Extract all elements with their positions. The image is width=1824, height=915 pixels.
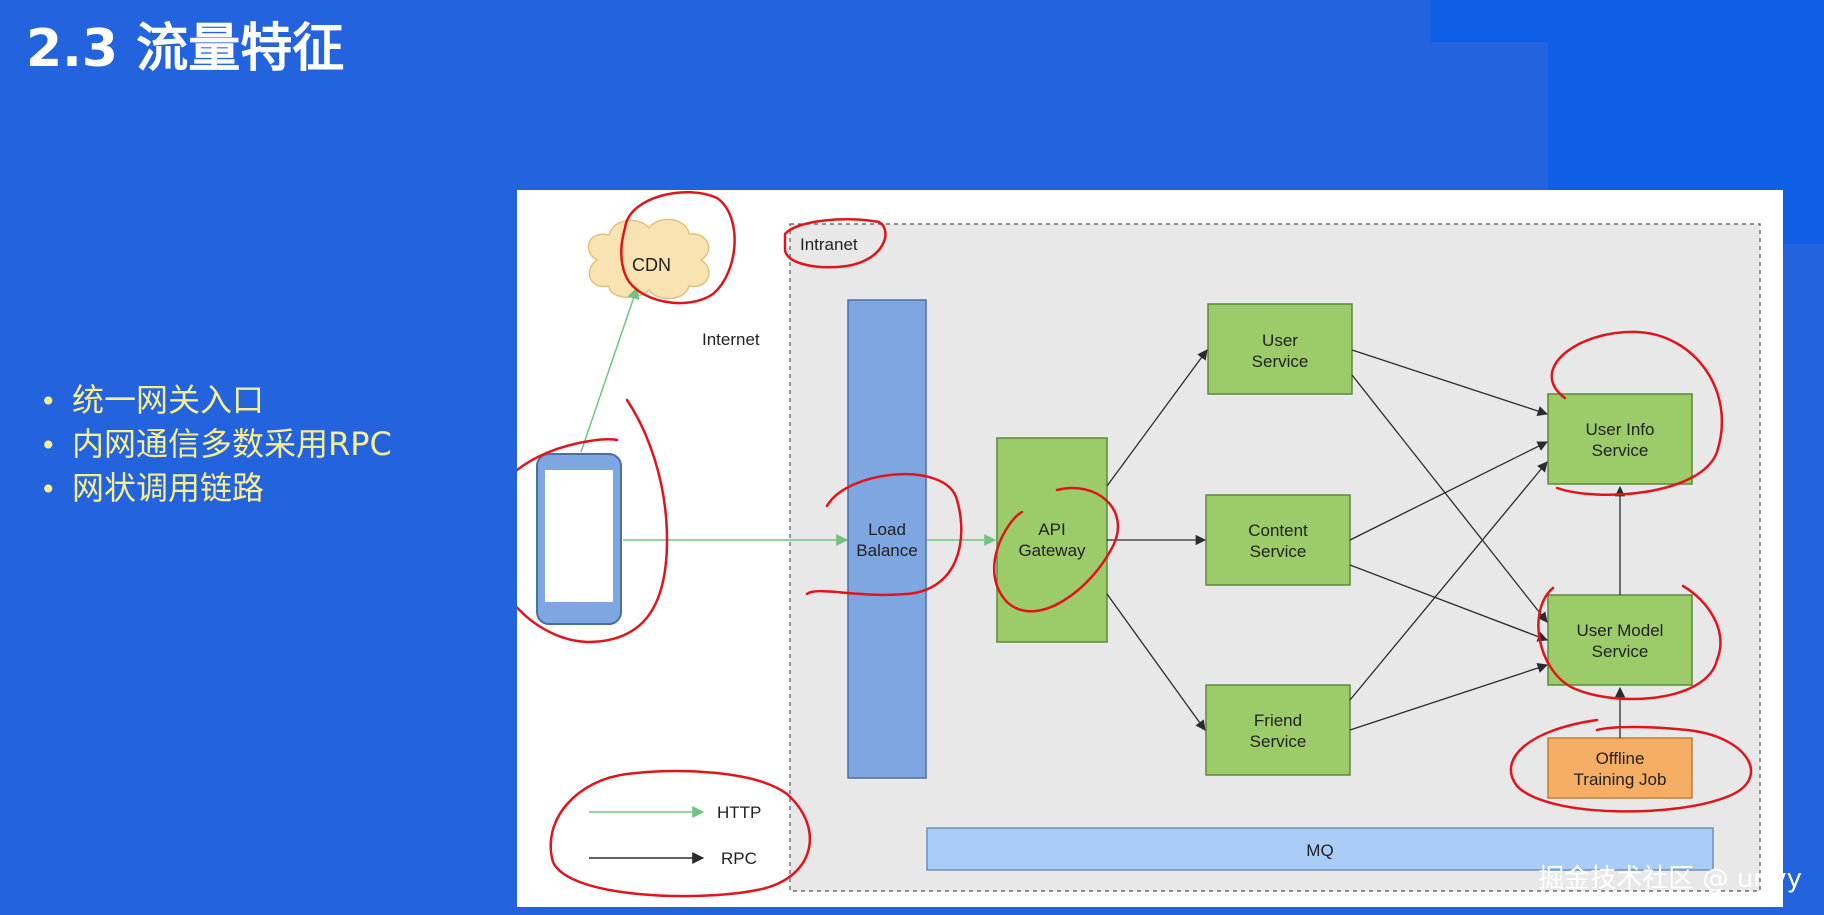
annotation-gateway-circle (993, 486, 1120, 613)
cdn-label: CDN (632, 255, 671, 275)
friend-service-label: Service (1250, 732, 1307, 751)
red-annotations (517, 191, 1753, 898)
bullet-text: 统一网关入口 (72, 381, 265, 419)
content-service-label: Service (1250, 542, 1307, 561)
internet-label: Internet (702, 330, 760, 349)
offline-training-job-box: Offline Training Job (1547, 737, 1693, 799)
annotation-cdn-circle (620, 191, 736, 305)
legend: HTTP RPC (589, 803, 761, 868)
load-balance-label: Balance (856, 541, 917, 560)
cdn-cloud: CDN (587, 218, 710, 300)
http-arrow (580, 286, 640, 453)
annotation-user-info-circle (1550, 330, 1724, 496)
user-service-label: User (1262, 331, 1298, 350)
user-service-label: Service (1252, 352, 1309, 371)
api-gateway-box: API Gateway (996, 437, 1108, 643)
rpc-arrow (1106, 349, 1208, 487)
user-service-box: User Service (1207, 303, 1353, 395)
user-info-service-box: User Info Service (1547, 393, 1693, 485)
api-gateway-label: API (1038, 520, 1065, 539)
corner-overlay (1430, 0, 1824, 42)
user-model-service-label: Service (1592, 642, 1649, 661)
rpc-arrow (1349, 441, 1548, 541)
annotation-lb-circle (805, 472, 963, 597)
bullet-item: • 内网通信多数采用RPC (40, 422, 392, 466)
intranet-label: Intranet (800, 235, 858, 254)
annotation-user-model-circle (1537, 584, 1722, 701)
rpc-arrow (1351, 374, 1548, 623)
mq-bar: MQ (926, 827, 1714, 871)
friend-service-box: Friend Service (1205, 684, 1351, 776)
content-service-box: Content Service (1205, 494, 1351, 586)
rpc-arrow (1349, 564, 1548, 642)
phone-icon (536, 453, 622, 625)
mq-label: MQ (1306, 841, 1333, 860)
offline-training-job-label: Offline (1596, 749, 1645, 768)
bullet-text: 内网通信多数采用RPC (72, 425, 392, 463)
bullet-dot-icon: • (40, 429, 57, 462)
legend-rpc-label: RPC (721, 849, 757, 868)
rpc-arrow (1351, 349, 1548, 417)
bullet-item: • 统一网关入口 (40, 378, 392, 422)
annotation-legend-circle (549, 769, 812, 898)
user-model-service-box: User Model Service (1547, 594, 1693, 686)
bullet-list: • 统一网关入口 • 内网通信多数采用RPC • 网状调用链路 (40, 378, 392, 510)
api-gateway-label: Gateway (1018, 541, 1086, 560)
rpc-arrow (1349, 662, 1548, 731)
bullet-dot-icon: • (40, 473, 57, 506)
annotation-intranet-circle (783, 218, 887, 269)
user-model-service-label: User Model (1577, 621, 1664, 640)
diagram-svg: Intranet Internet CDN Load Balance API G… (517, 191, 1761, 898)
rpc-arrow (1106, 593, 1206, 731)
offline-training-job-label: Training Job (1574, 770, 1667, 789)
architecture-diagram: Intranet Internet CDN Load Balance API G… (517, 190, 1783, 907)
friend-service-label: Friend (1254, 711, 1302, 730)
bullet-dot-icon: • (40, 385, 57, 418)
rpc-arrow (1349, 461, 1548, 701)
rpc-arrows (1106, 349, 1626, 738)
watermark: 掘金技术社区 @ urlyy (1538, 864, 1802, 894)
annotation-offline-circle (1509, 718, 1753, 813)
user-info-service-label: Service (1592, 441, 1649, 460)
slide-title: 2.3 流量特征 (26, 19, 345, 79)
user-info-service-label: User Info (1586, 420, 1655, 439)
bullet-text: 网状调用链路 (72, 469, 265, 507)
legend-http-label: HTTP (717, 803, 761, 822)
load-balance-box: Load Balance (847, 299, 927, 779)
content-service-label: Content (1248, 521, 1308, 540)
annotation-phone-circle (517, 398, 669, 644)
bullet-item: • 网状调用链路 (40, 466, 392, 510)
load-balance-label: Load (868, 520, 906, 539)
